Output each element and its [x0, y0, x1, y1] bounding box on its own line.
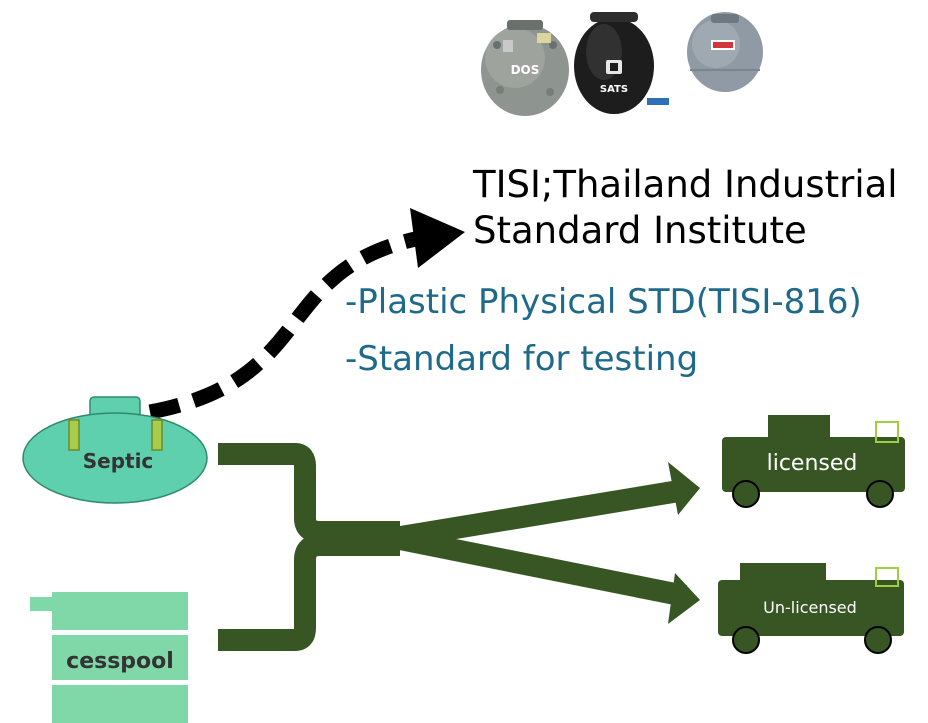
flow-pipes	[218, 443, 688, 651]
arrow-head-unlicensed	[668, 573, 700, 624]
standards-line1: -Plastic Physical STD(TISI-816)	[345, 282, 862, 322]
licensed-truck: licensed	[722, 415, 905, 508]
tisi-heading-line1: TISI;Thailand Industrial	[472, 163, 898, 206]
dashed-arrow-to-tisi	[148, 208, 465, 420]
arrow-head-licensed	[668, 462, 700, 515]
cesspool-label: cesspool	[66, 649, 174, 674]
standards-line2: -Standard for testing	[345, 339, 698, 379]
septic-tank-products: DOS SATS	[481, 12, 763, 116]
tisi-heading-line2: Standard Institute	[473, 209, 807, 252]
dos-tank-image: DOS	[481, 20, 569, 116]
septic-tank: Septic	[22, 396, 208, 504]
sats-tank-label: SATS	[600, 84, 628, 95]
dos-tank-label: DOS	[511, 63, 540, 77]
grey-tank-image	[687, 12, 763, 92]
cesspool-tank: cesspool	[30, 592, 188, 723]
sats-tank-image: SATS	[574, 12, 669, 114]
unlicensed-truck: Un-licensed	[718, 563, 904, 654]
licensed-label: licensed	[767, 451, 858, 476]
septic-label: Septic	[83, 449, 154, 473]
unlicensed-label: Un-licensed	[763, 598, 857, 617]
